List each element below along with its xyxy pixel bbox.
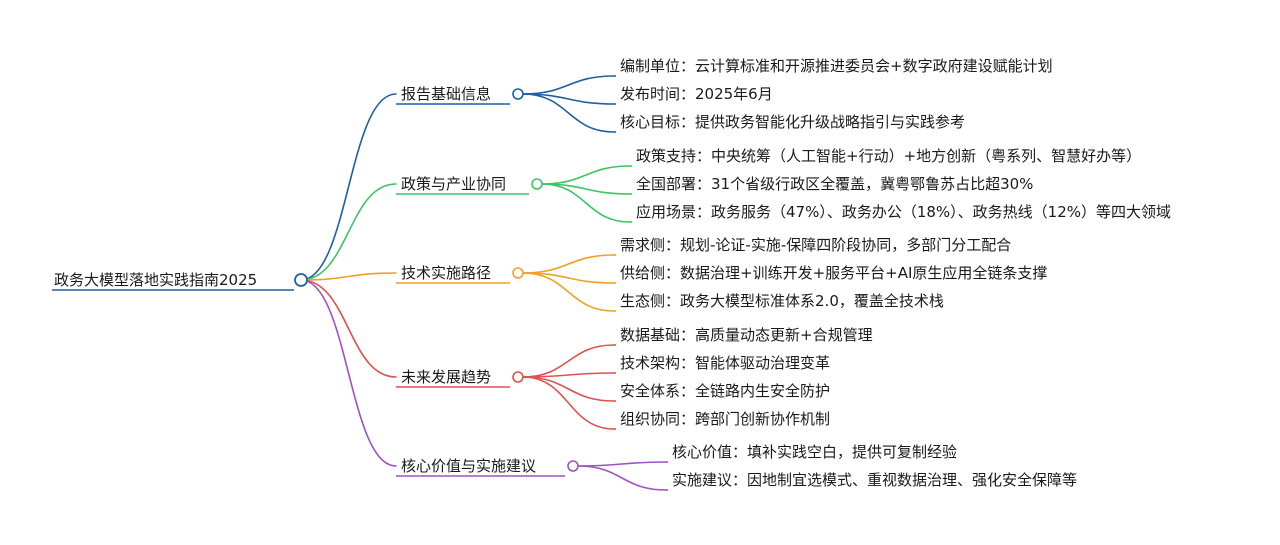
leaf-label: 组织协同：跨部门创新协作机制 [620,410,831,428]
branch-to-leaf-connector [522,272,615,284]
root-node-label: 政务大模型落地实践指南2025 [54,271,258,289]
branch-node-circle [512,267,524,279]
leaf-label: 全国部署：31个省级行政区全覆盖，冀粤鄂鲁苏占比超30% [636,175,1034,193]
branch-to-leaf-connector [522,93,615,133]
root-to-branch-connector [300,272,397,281]
root-to-branch-connector [300,279,397,467]
branch-to-leaf-connector [522,344,615,378]
branch-label-report-info: 报告基础信息 [401,85,492,103]
branch-to-leaf-connector [522,272,615,312]
root-to-branch-connector [300,93,397,281]
leaf-label: 编制单位：云计算标准和开源推进委员会+数字政府建设赋能计划 [620,57,1053,75]
branch-to-leaf-connector [522,75,615,95]
branch-label-value: 核心价值与实施建议 [401,457,537,475]
branch-to-leaf-connector [522,93,615,105]
leaf-label: 发布时间：2025年6月 [620,85,773,103]
branch-to-leaf-connector [541,183,631,223]
leaf-label: 数据基础：高质量动态更新+合规管理 [620,326,873,344]
branch-to-leaf-connector [522,376,615,430]
branch-to-leaf-connector [541,165,631,185]
root-to-branch-connector [300,183,397,281]
leaf-label: 需求侧：规划-论证-实施-保障四阶段协同，多部门分工配合 [620,236,1012,254]
leaf-label: 应用场景：政务服务（47%）、政务办公（18%）、政务热线（12%）等四大领域 [636,203,1172,221]
branch-to-leaf-connector [577,465,667,491]
branch-node-circle [567,460,579,472]
branch-label-tech-path: 技术实施路径 [401,264,492,282]
leaf-label: 技术架构：智能体驱动治理变革 [620,354,831,372]
branch-label-policy: 政策与产业协同 [401,175,507,193]
branch-to-leaf-connector [522,254,615,274]
root-to-branch-connector [300,279,397,378]
branch-to-leaf-connector [522,372,615,378]
branch-node-circle [512,371,524,383]
leaf-label: 核心目标：提供政务智能化升级战略指引与实践参考 [620,113,966,131]
branch-node-circle [531,178,543,190]
leaf-label: 政策支持：中央统筹（人工智能+行动）+地方创新（粤系列、智慧好办等） [636,147,1142,165]
branch-to-leaf-connector [577,461,667,467]
branch-node-circle [512,88,524,100]
branch-label-future: 未来发展趋势 [401,368,492,386]
leaf-label: 安全体系：全链路内生安全防护 [620,382,831,400]
leaf-label: 生态侧：政务大模型标准体系2.0，覆盖全技术栈 [620,292,944,310]
leaf-label: 实施建议：因地制宜选模式、重视数据治理、强化安全保障等 [672,471,1078,489]
leaf-label: 核心价值：填补实践空白，提供可复制经验 [672,443,958,461]
branch-to-leaf-connector [522,376,615,402]
leaf-label: 供给侧：数据治理+训练开发+服务平台+AI原生应用全链条支撑 [620,264,1048,282]
root-node-circle [294,273,308,287]
